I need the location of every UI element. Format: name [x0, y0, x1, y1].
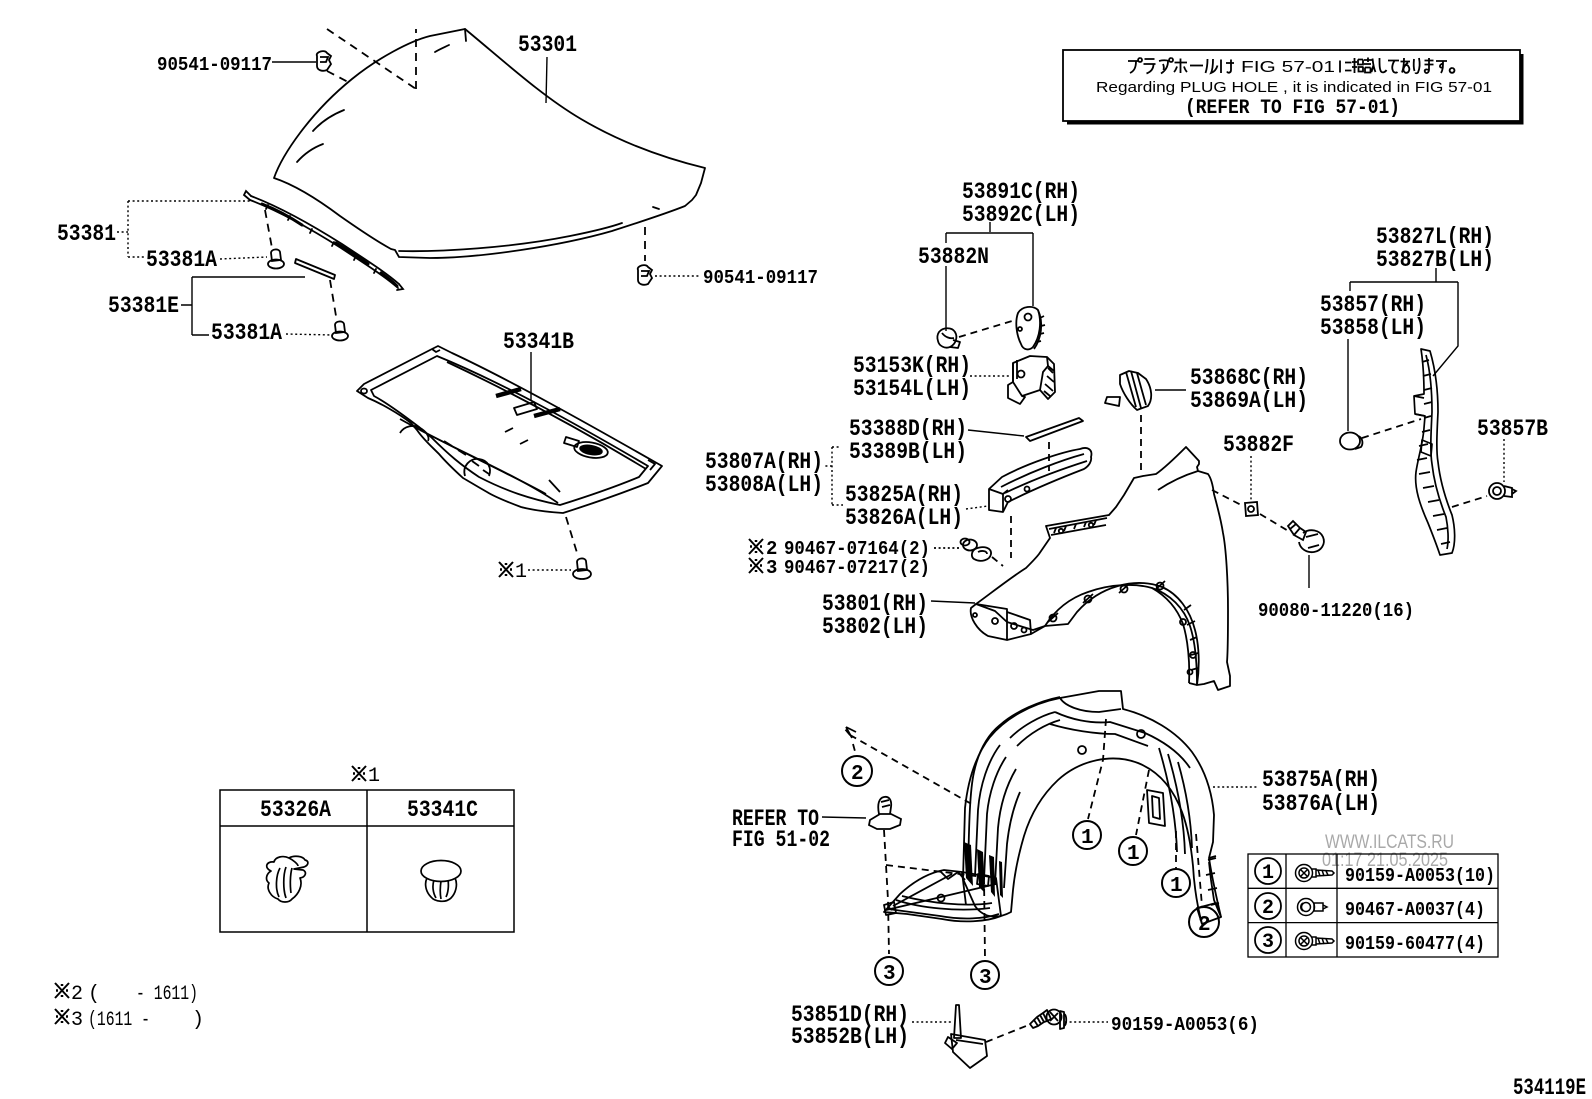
svg-text:53381A: 53381A	[211, 320, 282, 346]
svg-text:53341B: 53341B	[503, 329, 574, 355]
svg-text:53882N: 53882N	[918, 244, 989, 270]
svg-text:2: 2	[1198, 914, 1211, 937]
svg-text:1: 1	[1081, 827, 1094, 850]
svg-text:Regarding PLUG HOLE , it is: Regarding PLUG HOLE , it is indicated in…	[1096, 79, 1492, 96]
svg-text:1: 1	[1127, 843, 1140, 866]
svg-text:01:17 21.05.2025: 01:17 21.05.2025	[1322, 850, 1448, 871]
svg-text:53801(RH): 53801(RH)	[822, 591, 928, 617]
svg-text:3: 3	[766, 557, 777, 579]
svg-text:53827L(RH): 53827L(RH)	[1376, 224, 1494, 250]
svg-text:2: 2	[766, 538, 777, 560]
svg-text:90467-07164(2): 90467-07164(2)	[784, 538, 930, 560]
svg-text:1: 1	[1262, 862, 1274, 885]
svg-text:53852B(LH): 53852B(LH)	[791, 1024, 909, 1050]
svg-text:1: 1	[368, 765, 380, 788]
svg-text:53882F: 53882F	[1223, 432, 1294, 458]
svg-text:FIG 57-01: FIG 57-01	[1241, 59, 1335, 76]
svg-text:(: (	[88, 983, 100, 1006]
svg-text:1: 1	[515, 561, 527, 584]
svg-text:90080-11220(16): 90080-11220(16)	[1258, 600, 1414, 622]
svg-text:534119E: 534119E	[1513, 1075, 1586, 1099]
svg-text:53389B(LH): 53389B(LH)	[849, 439, 967, 465]
svg-text:3: 3	[1262, 931, 1274, 954]
svg-text:53891C(RH): 53891C(RH)	[962, 179, 1080, 205]
svg-text:53869A(LH): 53869A(LH)	[1190, 388, 1308, 414]
svg-text:53802(LH): 53802(LH)	[822, 614, 928, 640]
svg-text:90159-A0053(6): 90159-A0053(6)	[1111, 1014, 1259, 1036]
svg-text:53827B(LH): 53827B(LH)	[1376, 247, 1494, 273]
svg-text:53301: 53301	[518, 32, 577, 58]
svg-text:90467-A0037(4): 90467-A0037(4)	[1345, 899, 1485, 921]
svg-text:90159-60477(4): 90159-60477(4)	[1345, 933, 1485, 955]
svg-text:53381A: 53381A	[146, 247, 217, 273]
svg-text:53875A(RH): 53875A(RH)	[1262, 767, 1380, 793]
svg-text:FIG 51-02: FIG 51-02	[732, 827, 830, 853]
svg-text:2: 2	[1262, 897, 1274, 920]
svg-text:53153K(RH): 53153K(RH)	[853, 353, 971, 379]
svg-text:53857(RH): 53857(RH)	[1320, 292, 1426, 318]
svg-text:90541-09117: 90541-09117	[703, 267, 818, 289]
svg-text:53808A(LH): 53808A(LH)	[705, 472, 823, 498]
svg-text:53892C(LH): 53892C(LH)	[962, 202, 1080, 228]
svg-text:- 1611): - 1611)	[136, 983, 198, 1006]
svg-text:90541-09117: 90541-09117	[157, 54, 272, 76]
svg-text:3: 3	[883, 963, 896, 986]
svg-text:53826A(LH): 53826A(LH)	[845, 505, 963, 531]
svg-text:53868C(RH): 53868C(RH)	[1190, 365, 1308, 391]
svg-text:53381E: 53381E	[108, 293, 179, 319]
svg-text:90159-A0053(10): 90159-A0053(10)	[1345, 865, 1495, 887]
svg-text:53388D(RH): 53388D(RH)	[849, 416, 967, 442]
svg-text:53154L(LH): 53154L(LH)	[853, 376, 971, 402]
svg-text:3: 3	[979, 967, 992, 990]
svg-text:53341C: 53341C	[407, 797, 478, 823]
svg-text:2: 2	[851, 763, 864, 786]
svg-text:90467-07217(2): 90467-07217(2)	[784, 557, 930, 579]
svg-text:53876A(LH): 53876A(LH)	[1262, 791, 1380, 817]
svg-text:53381: 53381	[57, 221, 116, 247]
svg-text:53807A(RH): 53807A(RH)	[705, 449, 823, 475]
svg-text:53851D(RH): 53851D(RH)	[791, 1002, 909, 1028]
svg-text:2: 2	[71, 983, 83, 1006]
svg-text:53825A(RH): 53825A(RH)	[845, 482, 963, 508]
svg-text:REFER TO: REFER TO	[732, 806, 819, 832]
svg-text:(1611 -: (1611 -	[88, 1009, 150, 1032]
svg-text:WWW.ILCATS.RU: WWW.ILCATS.RU	[1325, 832, 1454, 853]
svg-text:53858(LH): 53858(LH)	[1320, 315, 1426, 341]
svg-text:): )	[192, 1009, 204, 1032]
svg-text:(REFER TO FIG 57-01): (REFER TO FIG 57-01)	[1185, 97, 1400, 120]
svg-text:1: 1	[1170, 875, 1183, 898]
svg-text:3: 3	[71, 1009, 83, 1032]
svg-text:53326A: 53326A	[260, 797, 331, 823]
svg-text:53857B: 53857B	[1477, 416, 1548, 442]
